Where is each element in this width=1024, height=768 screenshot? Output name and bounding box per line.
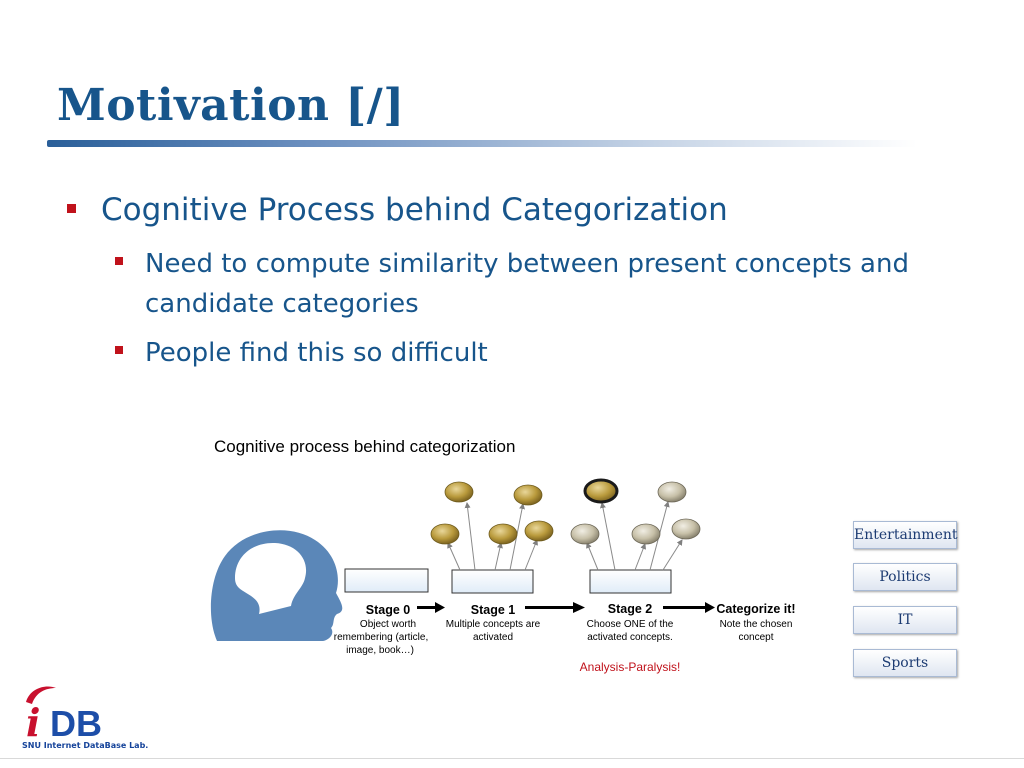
stage1-desc: Multiple concepts are bbox=[446, 619, 541, 630]
stage2-desc: activated concepts. bbox=[587, 632, 673, 643]
stage2-concept-nodes bbox=[570, 478, 701, 545]
concept-node-icon bbox=[570, 523, 600, 545]
bullet-marker-icon bbox=[67, 204, 76, 213]
concept-node-icon bbox=[513, 484, 543, 506]
stage0-desc: Object worth bbox=[360, 619, 416, 630]
categorize-desc: concept bbox=[738, 632, 773, 643]
stage0-box bbox=[344, 568, 429, 593]
concept-node-icon bbox=[671, 518, 701, 540]
category-politics[interactable]: Politics bbox=[853, 563, 957, 591]
arrow-right-icon bbox=[573, 602, 585, 613]
category-sports[interactable]: Sports bbox=[853, 649, 957, 677]
stage0-desc: remembering (article, bbox=[334, 632, 428, 643]
bullet-marker-icon bbox=[115, 346, 123, 354]
idb-logo: i DB bbox=[26, 686, 102, 740]
bullet-level1: Cognitive Process behind Categorization bbox=[101, 192, 728, 228]
bullet-level2-similarity: Need to compute similarity between prese… bbox=[145, 249, 909, 319]
head-icon bbox=[210, 530, 343, 641]
categorize-label: Categorize it! bbox=[716, 602, 795, 616]
categorize-desc: Note the chosen bbox=[720, 619, 793, 630]
slide-title: Motivation [/] bbox=[57, 80, 405, 131]
chosen-concept-node-icon bbox=[583, 478, 619, 504]
category-it[interactable]: IT bbox=[853, 606, 957, 634]
diagram-title: Cognitive process behind categorization bbox=[214, 437, 515, 456]
stage2-desc: Choose ONE of the bbox=[587, 619, 674, 630]
bullet-level2-difficult: People find this so difficult bbox=[145, 338, 488, 368]
stage1-desc: activated bbox=[473, 632, 513, 643]
stage2-box bbox=[589, 569, 672, 594]
concept-node-icon bbox=[444, 481, 474, 503]
concept-node-icon bbox=[657, 481, 687, 503]
stage-flow-arrows bbox=[417, 602, 715, 613]
stage1-box bbox=[451, 569, 534, 594]
concept-node-icon bbox=[430, 523, 460, 545]
analysis-paralysis-label: Analysis-Paralysis! bbox=[580, 660, 681, 674]
arrow-right-icon bbox=[435, 602, 445, 613]
logo-subtitle: SNU Internet DataBase Lab. bbox=[22, 741, 149, 750]
concept-node-icon bbox=[524, 520, 554, 542]
footer-divider bbox=[0, 758, 1024, 759]
stage0-desc: image, book…) bbox=[346, 645, 414, 656]
title-underline bbox=[47, 140, 917, 147]
svg-text:DB: DB bbox=[50, 703, 102, 740]
bullet-marker-icon bbox=[115, 257, 123, 265]
category-entertainment[interactable]: Entertainment bbox=[853, 521, 958, 549]
concept-node-icon bbox=[631, 523, 661, 545]
arrow-right-icon bbox=[705, 602, 715, 613]
cognitive-process-diagram: Cognitive process behind categorization bbox=[210, 437, 796, 674]
stage2-label: Stage 2 bbox=[608, 602, 653, 616]
concept-node-icon bbox=[488, 523, 518, 545]
svg-text:i: i bbox=[26, 700, 40, 740]
stage0-label: Stage 0 bbox=[366, 603, 411, 617]
stage1-concept-nodes bbox=[430, 481, 554, 545]
stage1-label: Stage 1 bbox=[471, 603, 516, 617]
